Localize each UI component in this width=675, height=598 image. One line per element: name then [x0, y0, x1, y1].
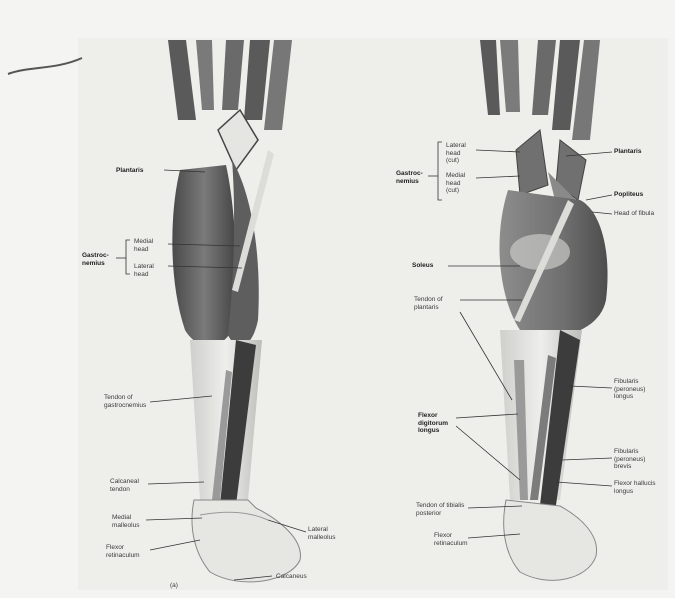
label-flexor-retinaculum-right: Flexor retinaculum	[434, 532, 468, 547]
label-medial-head-left: Medial head	[134, 238, 153, 253]
label-tendon-tibialis-posterior: Tendon of tibialis posterior	[416, 502, 464, 517]
label-medial-malleolus: Medial malleolus	[112, 514, 139, 529]
label-gastrocnemius-right: Gastroc- nemius	[396, 170, 423, 185]
label-popliteus: Popliteus	[614, 191, 643, 199]
label-calcaneus: Calcaneus	[276, 573, 307, 581]
label-fibularis-brevis: Fibularis (peroneus) brevis	[614, 448, 645, 471]
label-tendon-gastrocnemius: Tendon of gastrocnemius	[104, 394, 146, 409]
label-gastrocnemius-left: Gastroc- nemius	[82, 252, 109, 267]
label-lateral-head-cut: Lateral head (cut)	[446, 142, 466, 165]
label-flexor-digitorum-longus: Flexor digitorum longus	[418, 412, 448, 435]
panel-letter: (a)	[170, 582, 178, 590]
label-medial-head-cut: Medial head (cut)	[446, 172, 465, 195]
label-plantaris-right: Plantaris	[614, 148, 641, 156]
label-fibularis-longus: Fibularis (peroneus) longus	[614, 378, 645, 401]
label-tendon-plantaris: Tendon of plantaris	[414, 296, 443, 311]
label-flexor-hallucis-longus: Flexor hallucis longus	[614, 480, 656, 495]
label-calcaneal-tendon: Calcaneal tendon	[110, 478, 139, 493]
label-lateral-head-left: Lateral head	[134, 263, 154, 278]
label-head-of-fibula: Head of fibula	[614, 210, 654, 218]
label-flexor-retinaculum-left: Flexor retinaculum	[106, 544, 140, 559]
label-lateral-malleolus: Lateral malleolus	[308, 526, 335, 541]
label-plantaris-left: Plantaris	[116, 167, 143, 175]
label-soleus: Soleus	[412, 262, 433, 270]
